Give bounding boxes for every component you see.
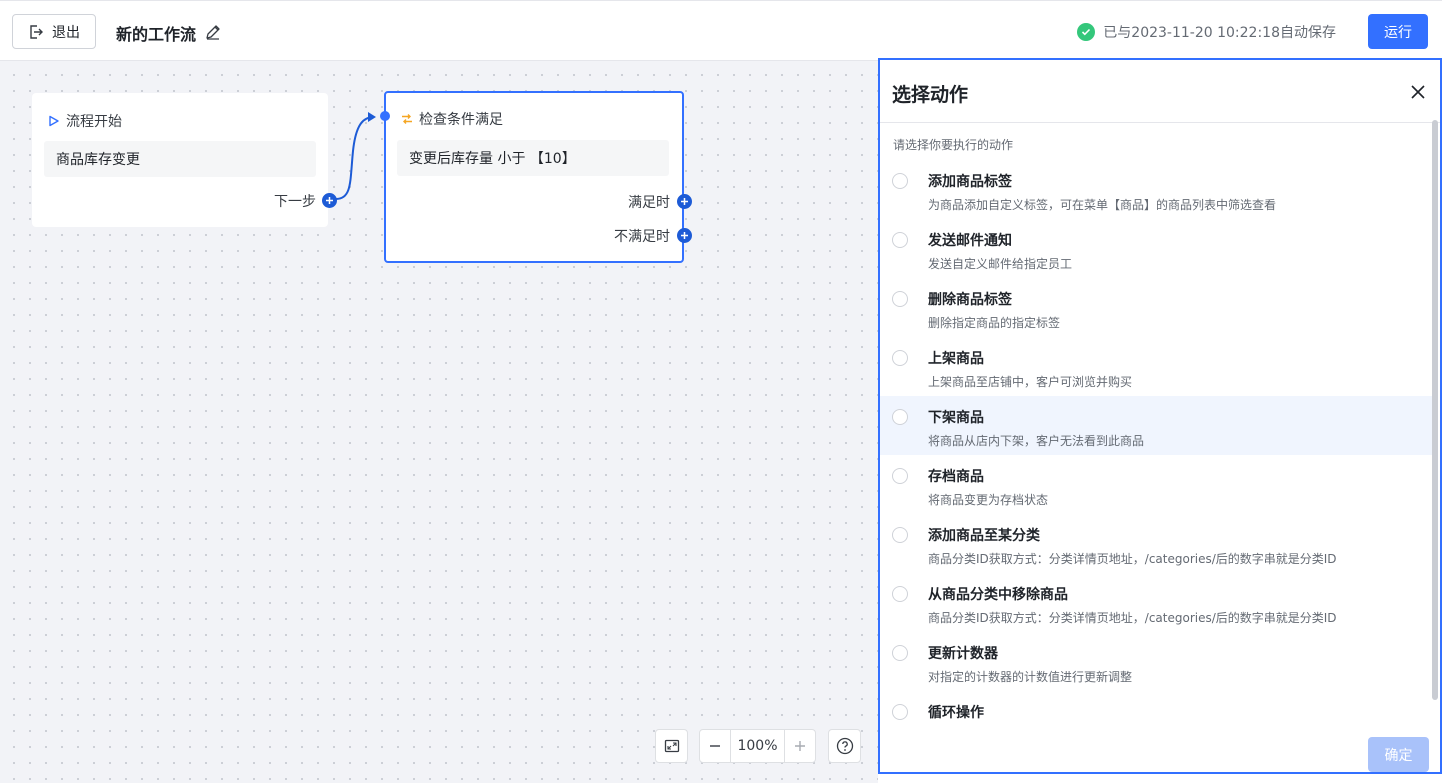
radio-button[interactable] bbox=[892, 291, 908, 307]
radio-button[interactable] bbox=[892, 645, 908, 661]
connector-line bbox=[335, 112, 376, 200]
radio-button[interactable] bbox=[892, 527, 908, 543]
action-desc: 发送自定义邮件给指定员工 bbox=[928, 257, 1073, 271]
zoom-in-button[interactable] bbox=[785, 730, 815, 762]
action-name: 发送邮件通知 bbox=[928, 233, 1012, 249]
radio-button[interactable] bbox=[892, 350, 908, 366]
false-branch-label: 不满足时 bbox=[614, 229, 670, 245]
start-node-trigger: 商品库存变更 bbox=[44, 141, 316, 177]
edit-icon[interactable] bbox=[204, 23, 222, 41]
exit-button[interactable]: 退出 bbox=[12, 14, 96, 49]
workflow-canvas[interactable]: 流程开始 商品库存变更 下一步 检查条件满足 变更后库存量 小于 【10】 满足… bbox=[0, 61, 878, 783]
minus-icon bbox=[710, 745, 720, 747]
save-status: 已与2023-11-20 10:22:18自动保存 bbox=[1077, 22, 1336, 42]
action-item-add-to-category[interactable]: 添加商品至某分类 商品分类ID获取方式：分类详情页地址，/categories/… bbox=[880, 514, 1435, 573]
true-branch-plus-icon[interactable] bbox=[677, 194, 692, 209]
radio-button[interactable] bbox=[892, 468, 908, 484]
action-name: 删除商品标签 bbox=[928, 292, 1012, 308]
select-action-panel: 选择动作 请选择你要执行的动作 添加商品标签 为商品添加自定义标签，可在菜单【商… bbox=[878, 58, 1442, 774]
action-name: 循环操作 bbox=[928, 705, 984, 721]
action-item-archive[interactable]: 存档商品 将商品变更为存档状态 bbox=[880, 455, 1435, 514]
action-desc: 上架商品至店铺中，客户可浏览并购买 bbox=[928, 375, 1133, 389]
radio-button[interactable] bbox=[892, 232, 908, 248]
run-button[interactable]: 运行 bbox=[1368, 14, 1428, 49]
start-node-title: 流程开始 bbox=[66, 114, 122, 130]
action-name: 上架商品 bbox=[928, 351, 984, 367]
action-name: 添加商品标签 bbox=[928, 174, 1012, 190]
zoom-level: 100% bbox=[730, 730, 785, 762]
condition-node-title: 检查条件满足 bbox=[419, 112, 503, 128]
action-desc: 商品分类ID获取方式：分类详情页地址，/categories/后的数字串就是分类… bbox=[928, 552, 1337, 566]
radio-button[interactable] bbox=[892, 409, 908, 425]
action-item-update-counter[interactable]: 更新计数器 对指定的计数器的计数值进行更新调整 bbox=[880, 632, 1435, 691]
start-node-header: 流程开始 bbox=[48, 111, 122, 131]
action-list: 添加商品标签 为商品添加自定义标签，可在菜单【商品】的商品列表中筛选查看 发送邮… bbox=[880, 160, 1435, 750]
save-status-text: 已与2023-11-20 10:22:18自动保存 bbox=[1103, 25, 1336, 41]
workflow-title: 新的工作流 bbox=[116, 25, 197, 44]
action-name: 存档商品 bbox=[928, 469, 984, 485]
condition-node-header: 检查条件满足 bbox=[401, 109, 503, 129]
exit-label: 退出 bbox=[52, 23, 80, 40]
next-step-plus-icon[interactable] bbox=[322, 193, 337, 208]
radio-button[interactable] bbox=[892, 586, 908, 602]
action-name: 添加商品至某分类 bbox=[928, 528, 1040, 544]
next-step-label: 下一步 bbox=[274, 194, 316, 210]
action-item-unpublish[interactable]: 下架商品 将商品从店内下架，客户无法看到此商品 bbox=[880, 396, 1435, 455]
panel-scrollbar[interactable] bbox=[1432, 120, 1438, 700]
panel-title: 选择动作 bbox=[892, 84, 969, 106]
radio-button[interactable] bbox=[892, 704, 908, 720]
action-item-send-email[interactable]: 发送邮件通知 发送自定义邮件给指定员工 bbox=[880, 219, 1435, 278]
zoom-out-button[interactable] bbox=[700, 730, 730, 762]
action-desc: 将商品变更为存档状态 bbox=[928, 493, 1049, 507]
fit-view-button[interactable] bbox=[655, 729, 688, 763]
action-item-remove-tag[interactable]: 删除商品标签 删除指定商品的指定标签 bbox=[880, 278, 1435, 337]
condition-node[interactable]: 检查条件满足 变更后库存量 小于 【10】 满足时 不满足时 bbox=[380, 91, 692, 263]
action-desc: 删除指定商品的指定标签 bbox=[928, 316, 1061, 330]
action-name: 从商品分类中移除商品 bbox=[928, 587, 1068, 603]
help-icon bbox=[836, 737, 853, 755]
zoom-controls: 100% bbox=[699, 729, 816, 763]
false-branch-plus-icon[interactable] bbox=[677, 228, 692, 243]
action-item-add-tag[interactable]: 添加商品标签 为商品添加自定义标签，可在菜单【商品】的商品列表中筛选查看 bbox=[880, 160, 1435, 219]
panel-divider bbox=[880, 122, 1440, 123]
action-desc: 为商品添加自定义标签，可在菜单【商品】的商品列表中筛选查看 bbox=[928, 198, 1277, 212]
start-node[interactable]: 流程开始 商品库存变更 下一步 bbox=[32, 93, 337, 227]
action-desc: 商品分类ID获取方式：分类详情页地址，/categories/后的数字串就是分类… bbox=[928, 611, 1337, 625]
play-icon bbox=[49, 115, 59, 127]
check-circle-icon bbox=[1077, 23, 1096, 41]
help-button[interactable] bbox=[828, 729, 861, 763]
action-name: 更新计数器 bbox=[928, 646, 998, 662]
radio-button[interactable] bbox=[892, 173, 908, 189]
branch-icon bbox=[402, 114, 412, 124]
input-port bbox=[380, 111, 390, 121]
condition-node-rule: 变更后库存量 小于 【10】 bbox=[397, 140, 669, 176]
fit-view-icon bbox=[664, 739, 679, 753]
action-item-publish[interactable]: 上架商品 上架商品至店铺中，客户可浏览并购买 bbox=[880, 337, 1435, 396]
confirm-button[interactable]: 确定 bbox=[1368, 737, 1429, 772]
action-desc: 将商品从店内下架，客户无法看到此商品 bbox=[928, 434, 1145, 448]
action-desc: 对指定的计数器的计数值进行更新调整 bbox=[928, 670, 1133, 684]
close-icon[interactable] bbox=[1410, 84, 1426, 100]
true-branch-label: 满足时 bbox=[628, 195, 670, 211]
plus-icon bbox=[795, 741, 805, 751]
action-item-remove-from-category[interactable]: 从商品分类中移除商品 商品分类ID获取方式：分类详情页地址，/categorie… bbox=[880, 573, 1435, 632]
exit-icon bbox=[30, 24, 43, 39]
action-item-loop[interactable]: 循环操作 bbox=[880, 691, 1435, 750]
panel-hint: 请选择你要执行的动作 bbox=[893, 138, 1014, 152]
top-bar: 退出 新的工作流 已与2023-11-20 10:22:18自动保存 运行 bbox=[0, 0, 1442, 61]
action-name: 下架商品 bbox=[928, 410, 984, 426]
